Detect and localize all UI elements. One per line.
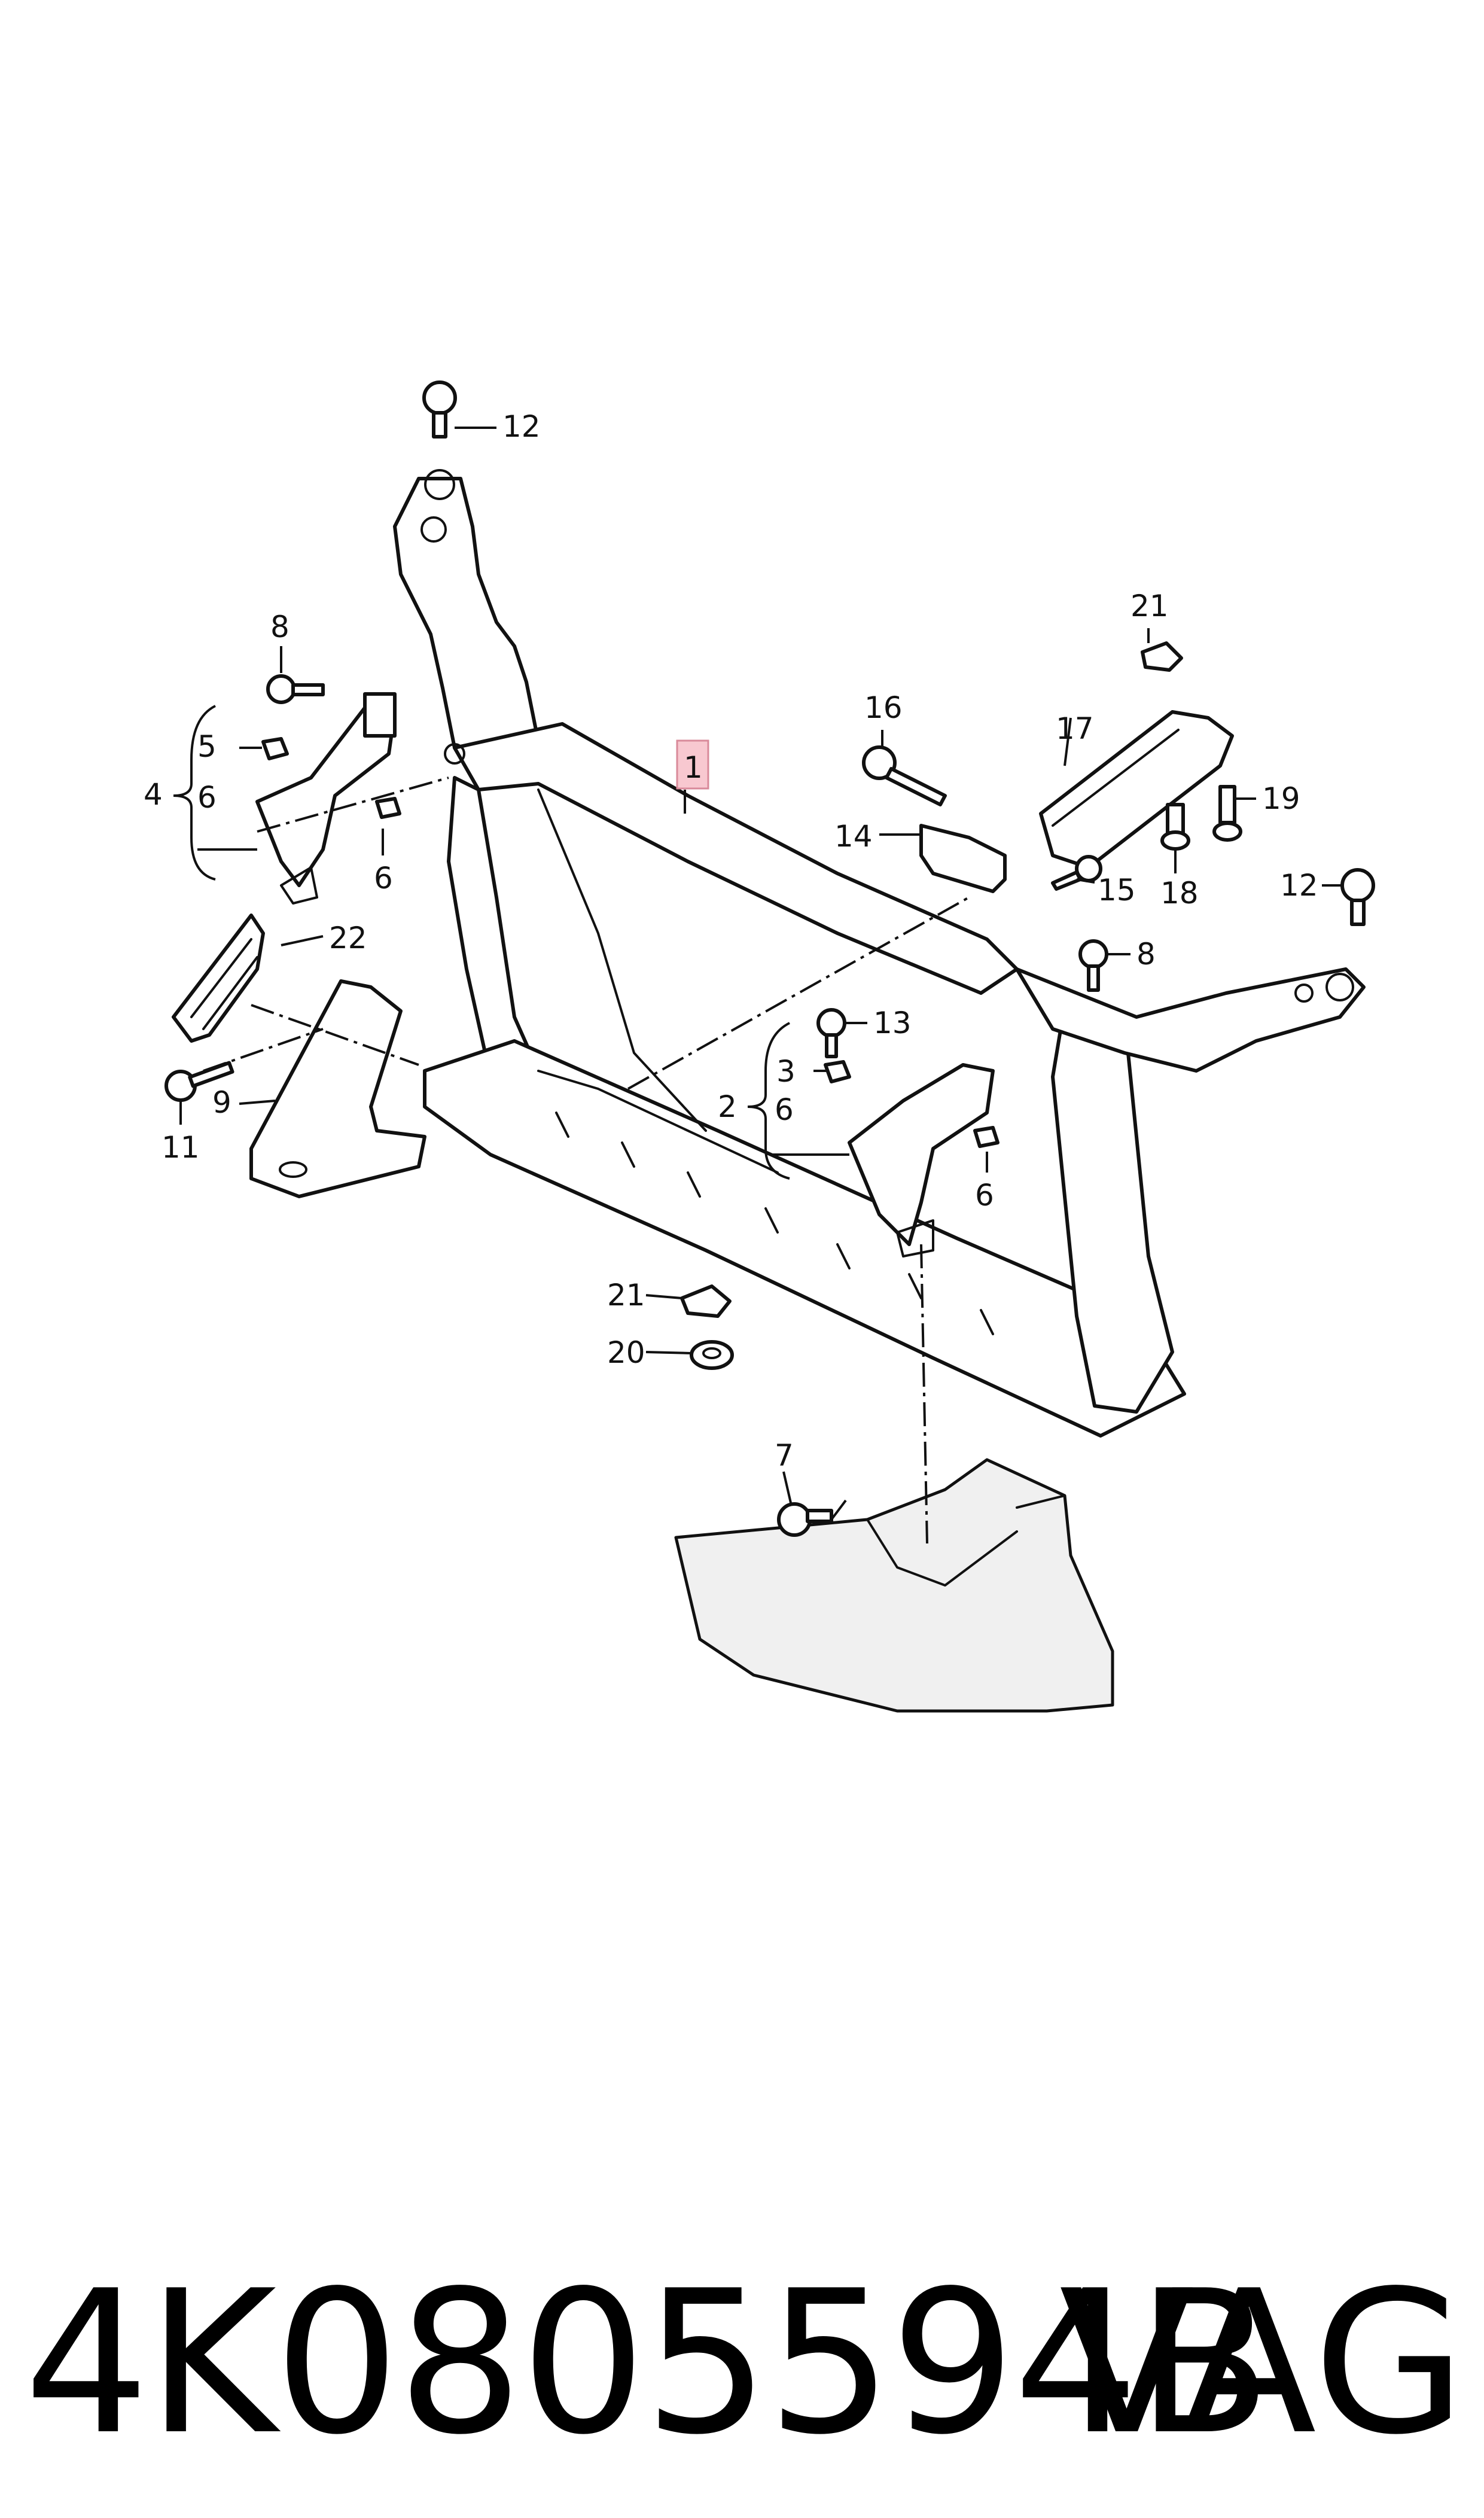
callout-17: 17 — [1056, 711, 1094, 746]
bolt-19 — [1212, 785, 1242, 842]
lock-carrier — [393, 469, 1366, 1438]
clip-6-right — [973, 1126, 1000, 1148]
bolt-11 — [164, 1061, 234, 1102]
callout-8-right: 8 — [1136, 937, 1156, 972]
callout-6-left-clip: 6 — [374, 861, 393, 896]
callout-21-center: 21 — [607, 1278, 645, 1313]
callout-11: 11 — [161, 1130, 200, 1165]
callout-4: 4 — [144, 777, 163, 812]
bolt-8-left — [266, 674, 325, 704]
screw-15 — [1051, 855, 1102, 891]
callout-15: 15 — [1098, 873, 1136, 908]
callout-6-left-group: 6 — [197, 780, 217, 815]
callout-9: 9 — [212, 1085, 231, 1120]
exploded-parts-diagram: 1 12 8 4 5 6 6 22 9 11 16 17 21 19 18 14… — [144, 380, 1375, 1713]
callout-6-right-clip: 6 — [975, 1178, 994, 1213]
right-latch-bracket — [848, 1063, 995, 1258]
brand-name: VAG — [1059, 2248, 1466, 2478]
left-air-guide — [172, 914, 265, 1043]
bracket-14 — [919, 824, 1007, 893]
part-number: 4K0805594B — [24, 2248, 1272, 2478]
clip-5 — [261, 737, 289, 760]
left-lower-bracket — [249, 979, 426, 1198]
bolt-7 — [777, 1502, 833, 1537]
callout-1: 1 — [684, 750, 703, 785]
bolt-16 — [862, 745, 947, 806]
callout-8-left: 8 — [270, 610, 290, 644]
clip-3 — [824, 1060, 851, 1083]
right-reinforcement — [1039, 710, 1234, 869]
clip-21-center — [680, 1284, 732, 1318]
clip-6-left — [375, 797, 401, 819]
lower-bumper-bracket — [674, 1458, 1114, 1713]
callout-12-top: 12 — [502, 409, 541, 444]
callout-14: 14 — [834, 819, 873, 854]
callout-12-right: 12 — [1280, 868, 1318, 903]
bolt-18 — [1160, 803, 1190, 851]
bolt-13 — [816, 1008, 846, 1058]
nut-20 — [690, 1340, 734, 1370]
callout-20: 20 — [607, 1335, 645, 1370]
callout-6-right-group: 6 — [775, 1092, 794, 1127]
callout-18: 18 — [1160, 876, 1199, 911]
callout-21-top: 21 — [1130, 589, 1169, 623]
callout-13: 13 — [873, 1006, 912, 1040]
callout-19: 19 — [1262, 781, 1300, 816]
footer: 4K0805594B VAG — [0, 2237, 1484, 2489]
callout-3: 3 — [776, 1054, 796, 1089]
callout-22: 22 — [329, 921, 367, 955]
callout-5: 5 — [197, 729, 217, 764]
callout-16: 16 — [864, 690, 903, 725]
callout-7: 7 — [775, 1438, 794, 1473]
bolt-8-right — [1078, 939, 1108, 992]
clip-21-top — [1141, 641, 1183, 672]
callout-2: 2 — [718, 1089, 737, 1124]
left-latch-bracket — [255, 692, 397, 905]
bolt-12-right — [1340, 868, 1375, 926]
bolt-12-top — [422, 380, 457, 439]
callout-1-highlight — [676, 739, 709, 790]
